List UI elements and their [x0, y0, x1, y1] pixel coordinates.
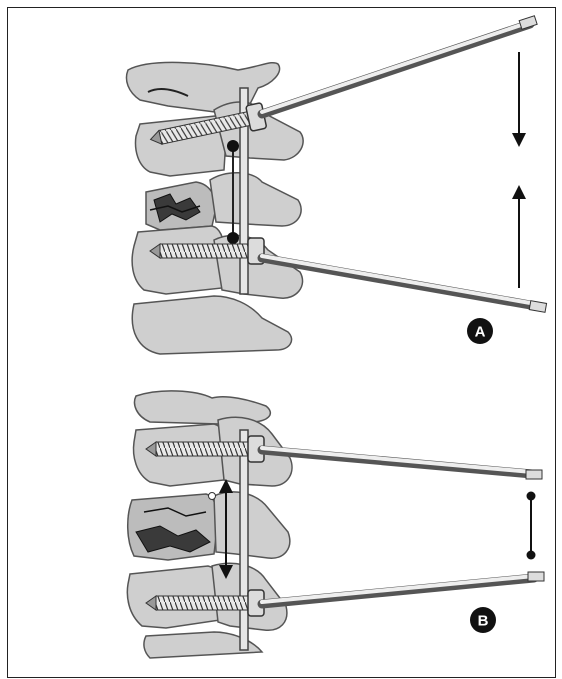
- screw-thread-b-upper: [156, 442, 254, 456]
- extension-tip-a-lower: [529, 301, 546, 313]
- panel-label-a-text: A: [475, 324, 486, 341]
- extension-tip-a-upper: [519, 16, 537, 30]
- parallel-indicator-b-bottom-dot: [527, 551, 536, 560]
- rod-b: [240, 430, 248, 650]
- extension-shaft-b-lower-highlight: [262, 576, 534, 602]
- vertebra-b-fractured: [128, 494, 218, 560]
- panel-label-a: A: [467, 318, 493, 344]
- marker-dot-b: [209, 493, 216, 500]
- vertebra-a-bottom-partial: [132, 296, 291, 354]
- screw-thread-b-lower: [156, 596, 254, 610]
- vertebra-a-fractured-posterior: [210, 173, 301, 226]
- extension-shaft-b-upper-highlight: [262, 448, 532, 472]
- panel-label-b-text: B: [478, 613, 489, 630]
- extension-tip-b-lower: [528, 572, 544, 581]
- panel-a: A: [127, 16, 547, 354]
- marker-dot-a-lower: [227, 232, 239, 244]
- panel-b: B: [127, 391, 544, 658]
- marker-dot-a-upper: [227, 140, 239, 152]
- vertebra-a-lower: [132, 226, 224, 294]
- panel-label-b: B: [470, 607, 496, 633]
- parallel-indicator-b-top-dot: [527, 492, 536, 501]
- extension-shaft-a-upper-highlight: [262, 22, 530, 112]
- screw-thread-a-lower: [160, 244, 254, 258]
- extension-tip-b-upper: [526, 470, 542, 479]
